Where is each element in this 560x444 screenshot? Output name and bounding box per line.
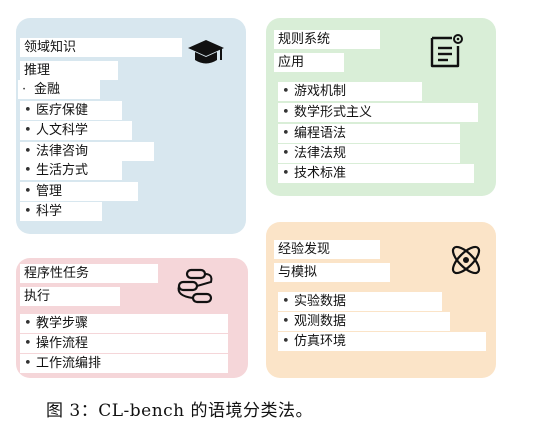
list-item: •观测数据 <box>278 312 450 331</box>
list-item: •编程语法 <box>278 124 460 143</box>
graduation-cap-icon <box>186 36 226 74</box>
list-item: •工作流编排 <box>20 354 228 373</box>
procedural-task-title-line1: 程序性任务 <box>20 264 158 283</box>
list-item: •法律咨询 <box>20 142 154 161</box>
procedural-task-card: 程序性任务 执行 •教学步骤 •操作流程 •工作流编排 <box>16 258 248 378</box>
list-item: •生活方式 <box>20 161 122 180</box>
procedural-task-title-line2: 执行 <box>20 287 120 306</box>
rule-system-title-line2: 应用 <box>274 53 344 72</box>
list-item: •法律法规 <box>278 144 460 163</box>
list-item: •技术标准 <box>278 164 474 183</box>
list-item: •教学步骤 <box>20 314 228 333</box>
empirical-discovery-card: 经验发现 与模拟 •实验数据 •观测数据 •仿真环境 <box>266 222 496 378</box>
domain-knowledge-card: 领域知识 推理 ·金融 •医疗保健 •人文科学 •法律咨询 •生活方式 •管理 … <box>16 18 246 234</box>
rule-system-card: 规则系统 应用 •游戏机制 •数学形式主义 •编程语法 •法律法规 •技术标准 <box>266 18 496 196</box>
workflow-icon <box>176 268 216 308</box>
list-item: •管理 <box>20 182 138 201</box>
list-item: •操作流程 <box>20 334 228 353</box>
list-item: •数学形式主义 <box>278 103 478 122</box>
list-item: •医疗保健 <box>20 101 122 120</box>
list-item: •科学 <box>20 202 102 221</box>
empirical-discovery-title-line1: 经验发现 <box>274 240 380 259</box>
figure-caption: 图 3：CL-bench 的语境分类法。 <box>46 401 314 421</box>
document-gear-icon <box>428 32 466 74</box>
list-item: •仿真环境 <box>278 332 486 351</box>
list-item: ·金融 <box>18 80 100 99</box>
domain-knowledge-title-line1: 领域知识 <box>20 38 182 57</box>
list-item: •人文科学 <box>20 121 132 140</box>
domain-knowledge-title-line2: 推理 <box>20 61 118 80</box>
atom-icon <box>446 240 486 284</box>
list-item: •游戏机制 <box>278 82 422 101</box>
empirical-discovery-title-line2: 与模拟 <box>274 263 390 282</box>
list-item: •实验数据 <box>278 292 442 311</box>
rule-system-title-line1: 规则系统 <box>274 30 380 49</box>
